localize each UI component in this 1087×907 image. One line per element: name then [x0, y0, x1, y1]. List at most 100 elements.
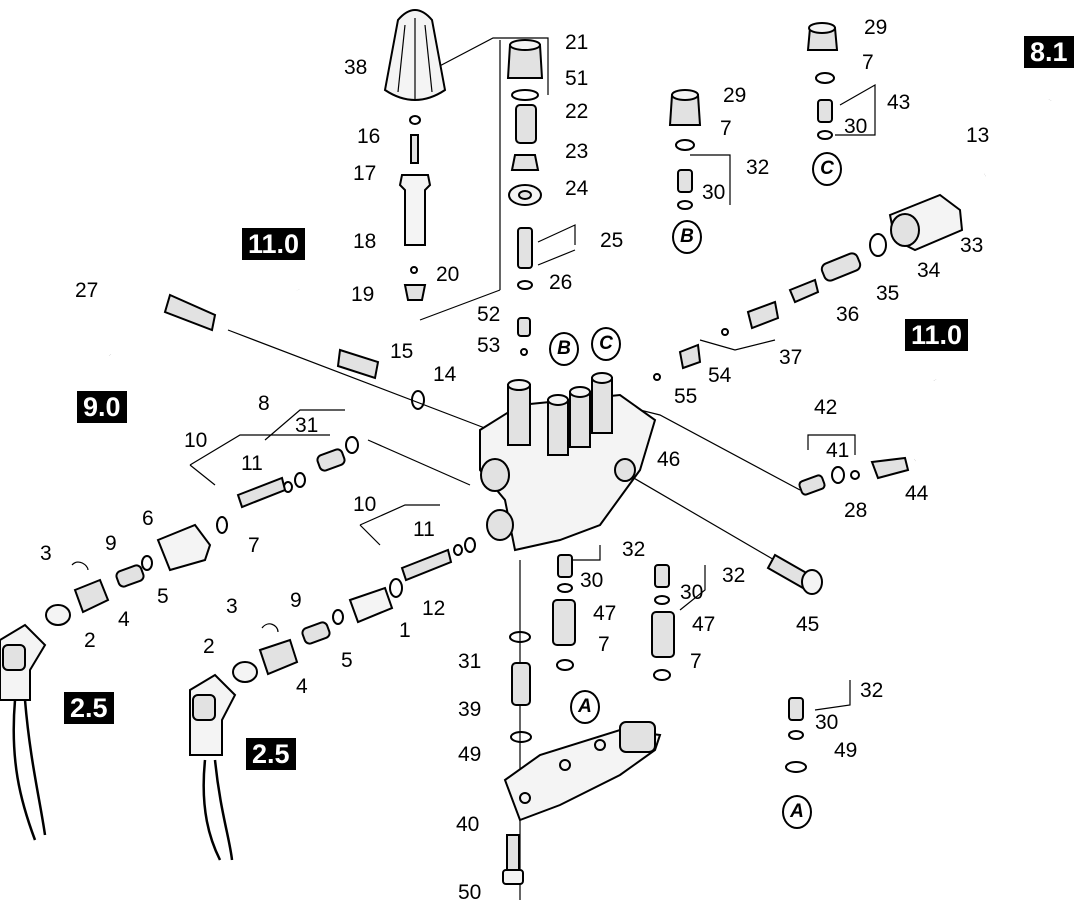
- reference-tag-11-0-left: 11.0: [242, 228, 306, 261]
- bolt-45: [766, 553, 823, 595]
- part-number-29-left: 29: [723, 84, 747, 107]
- circle-mark-b-manifold: B: [549, 332, 579, 366]
- part-number-9-right: 9: [290, 589, 302, 612]
- part-number-32-mid-right: 32: [722, 564, 746, 587]
- part-number-9-left: 9: [105, 532, 117, 555]
- part-number-4-right: 4: [296, 675, 308, 698]
- reference-tag-8-1: 8.1: [1024, 36, 1074, 69]
- part-number-46: 46: [657, 448, 681, 471]
- part-number-20: 20: [436, 263, 460, 286]
- part-number-32-mid-left: 32: [622, 538, 646, 561]
- part-number-40: 40: [456, 813, 480, 836]
- part-number-47-right: 47: [692, 613, 716, 636]
- part-number-54: 54: [708, 364, 732, 387]
- part-number-45: 45: [796, 613, 820, 636]
- part-number-18: 18: [353, 230, 377, 253]
- knob-38: [383, 9, 447, 101]
- reference-tag-11-0-right: 11.0: [905, 319, 969, 352]
- part-number-14: 14: [433, 363, 457, 386]
- part-number-30-top-right: 30: [844, 115, 868, 138]
- right-fittings: [798, 456, 910, 496]
- part-number-26: 26: [549, 271, 573, 294]
- part-number-24: 24: [565, 177, 589, 200]
- inlet-assembly: [653, 193, 964, 381]
- part-number-16: 16: [357, 125, 381, 148]
- part-number-7-top-right: 7: [862, 51, 874, 74]
- part-number-31-upper: 31: [295, 414, 319, 437]
- pressure-switches: [0, 623, 237, 756]
- part-number-33: 33: [960, 234, 984, 257]
- part-number-39: 39: [458, 698, 482, 721]
- part-number-15: 15: [390, 340, 414, 363]
- part-number-28: 28: [844, 499, 868, 522]
- part-number-8: 8: [258, 392, 270, 415]
- part-number-11-upper: 11: [241, 452, 263, 475]
- part-number-4-left: 4: [118, 608, 130, 631]
- part-number-5-right: 5: [341, 649, 353, 672]
- manifold-block: [479, 372, 657, 552]
- part-number-51: 51: [565, 67, 589, 90]
- part-number-7-mid-left: 7: [598, 633, 610, 656]
- valve-stack-center: [506, 39, 544, 356]
- part-number-35: 35: [876, 282, 900, 305]
- circle-mark-a-right: A: [782, 795, 812, 829]
- part-number-29-right: 29: [864, 16, 888, 39]
- circle-mark-a-bottom: A: [570, 690, 600, 724]
- hoses: [12, 98, 1055, 861]
- circle-mark-c-top: C: [812, 152, 842, 186]
- part-number-22: 22: [565, 100, 589, 123]
- part-number-49-right: 49: [834, 739, 858, 762]
- part-number-19: 19: [351, 283, 375, 306]
- part-number-37: 37: [779, 346, 803, 369]
- circle-mark-b-top: B: [672, 220, 702, 254]
- part-number-11-lower: 11: [413, 518, 435, 541]
- part-number-2-left: 2: [84, 629, 96, 652]
- part-number-7-mid-right: 7: [690, 650, 702, 673]
- check-valves-top: [668, 22, 839, 210]
- part-number-42: 42: [814, 396, 838, 419]
- hose-fittings: [163, 293, 425, 410]
- part-number-53: 53: [477, 334, 501, 357]
- lower-valve-stacks: [509, 554, 807, 773]
- part-number-32-bottom-right: 32: [860, 679, 884, 702]
- part-number-1: 1: [399, 619, 411, 642]
- part-number-25: 25: [600, 229, 624, 252]
- part-number-30-top-left: 30: [702, 181, 726, 204]
- left-valve-row: [45, 436, 359, 626]
- part-number-36: 36: [836, 303, 860, 326]
- part-number-7-left: 7: [248, 534, 260, 557]
- part-number-30-mid-right: 30: [680, 581, 704, 604]
- part-number-55: 55: [674, 385, 698, 408]
- left-valve-row-lower: [232, 537, 476, 683]
- part-number-44: 44: [905, 482, 929, 505]
- bolt-50: [502, 834, 524, 885]
- part-number-5-left: 5: [157, 585, 169, 608]
- reference-tag-9-0: 9.0: [77, 391, 127, 424]
- part-number-6: 6: [142, 507, 154, 530]
- part-number-17: 17: [353, 162, 377, 185]
- part-number-49-left: 49: [458, 743, 482, 766]
- part-number-21: 21: [565, 31, 589, 54]
- part-number-30-mid-left: 30: [580, 569, 604, 592]
- part-number-2-right: 2: [203, 635, 215, 658]
- reference-tag-2-5-left: 2.5: [64, 692, 114, 725]
- part-number-10-upper: 10: [184, 429, 208, 452]
- part-number-3-left: 3: [40, 542, 52, 565]
- part-number-38: 38: [344, 56, 368, 79]
- bottom-plate: [503, 721, 662, 822]
- part-number-30-bottom-right: 30: [815, 711, 839, 734]
- part-number-50: 50: [458, 881, 482, 904]
- part-number-23: 23: [565, 140, 589, 163]
- circle-mark-c-manifold: C: [591, 327, 621, 361]
- part-number-7-top-left: 7: [720, 117, 732, 140]
- part-number-43: 43: [887, 91, 911, 114]
- part-number-12: 12: [422, 597, 446, 620]
- part-number-32-top: 32: [746, 156, 770, 179]
- reference-tag-2-5-right: 2.5: [246, 738, 296, 771]
- valve-stack-left: [398, 115, 432, 301]
- part-number-3-right: 3: [226, 595, 238, 618]
- part-number-34: 34: [917, 259, 941, 282]
- part-number-41: 41: [826, 439, 850, 462]
